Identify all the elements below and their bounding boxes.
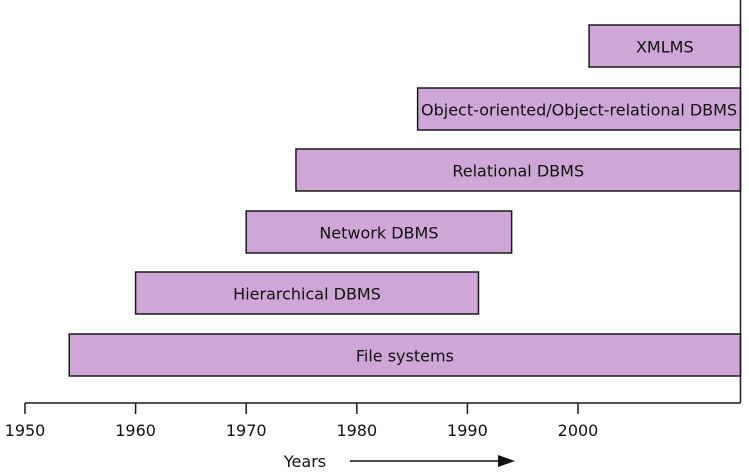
x-tick-label: 1970 <box>226 421 267 440</box>
timeline-bar-rect <box>245 210 513 254</box>
bars-layer: XMLMS Object-oriented/Object-relational D… <box>68 24 742 377</box>
x-axis-title: Years <box>283 452 326 471</box>
timeline-bar-rect <box>295 148 742 192</box>
timeline-bar-label: Hierarchical DBMS <box>233 285 381 304</box>
timeline-bar: Hierarchical DBMS <box>134 271 480 315</box>
timeline-bar-label: File systems <box>356 347 454 366</box>
timeline-bar-rect <box>416 87 742 131</box>
x-tick-label: 1990 <box>447 421 488 440</box>
timeline-bar-label: Relational DBMS <box>452 162 584 181</box>
timeline-bar-label: XMLMS <box>636 38 694 57</box>
timeline-bar-label: Object-oriented/Object-relational DBMS <box>421 101 737 120</box>
timeline-bar: Network DBMS <box>245 210 513 254</box>
x-tick-label: 1960 <box>115 421 156 440</box>
years-arrow-head <box>498 455 515 467</box>
timeline-bar-rect <box>588 24 742 68</box>
timeline-bar-label: Network DBMS <box>319 224 438 243</box>
timeline-bar: Relational DBMS <box>295 148 742 192</box>
timeline-bar: Object-oriented/Object-relational DBMS <box>416 87 742 131</box>
timeline-bar-rect <box>68 333 742 377</box>
timeline-bar: File systems <box>68 333 742 377</box>
x-tick-label: 2000 <box>558 421 599 440</box>
x-tick-label: 1950 <box>5 421 46 440</box>
x-axis-title-group: Years <box>283 452 515 471</box>
x-tick-label: 1980 <box>336 421 377 440</box>
x-ticks: 1950 1960 1970 1980 1990 2000 <box>5 403 599 440</box>
x-axis <box>25 0 742 404</box>
timeline-bar-rect <box>134 271 480 315</box>
timeline-bar: XMLMS <box>588 24 742 68</box>
